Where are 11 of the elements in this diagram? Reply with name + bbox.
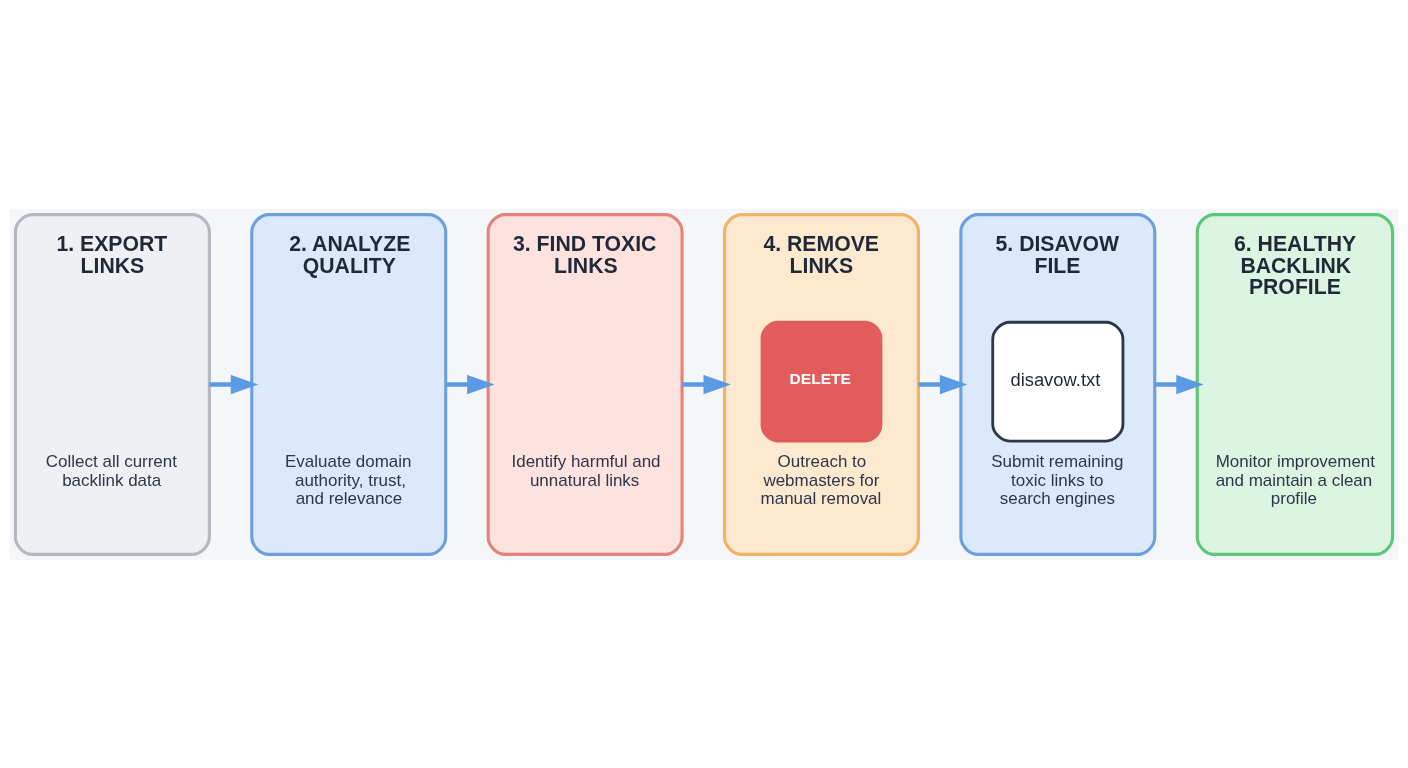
node-box: 5. DISAVOW FILE disavow.txt Submit remaining toxic links to search engines <box>959 212 1157 556</box>
node-box: 3. FIND TOXIC LINKS Identify harmful and unnatural links <box>486 212 684 556</box>
arrow <box>918 374 968 394</box>
node-box: 6. HEALTHY BACKLINK PROFILE Monitor improvement and maintain a clean profile <box>1195 212 1395 556</box>
arrow <box>1155 374 1204 394</box>
node-box: 2. ANALYZE QUALITY Evaluate domain authority, trust, and relevance <box>250 212 448 556</box>
arrow <box>682 374 732 394</box>
node-box: 4. REMOVE LINKS DELETE Outreach to webmasters for manual removal <box>722 212 920 556</box>
arrow <box>209 374 259 394</box>
node-box: 1. EXPORT LINKS Collect all current backlink data <box>13 212 211 556</box>
arrow <box>445 374 495 394</box>
